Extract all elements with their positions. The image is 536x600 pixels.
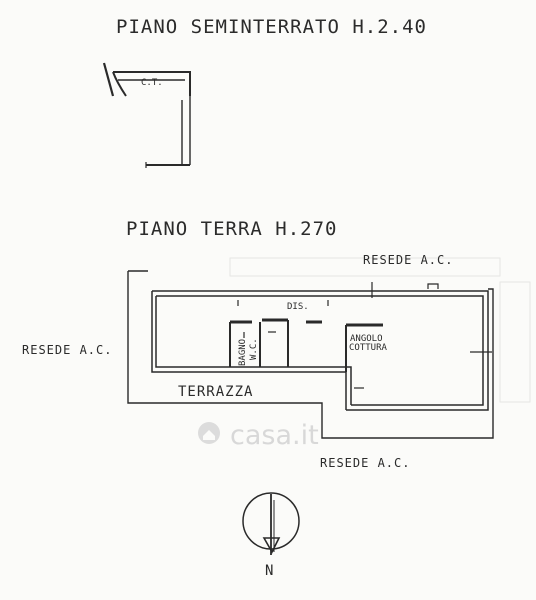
yard-left-label: RESEDE A.C.: [22, 343, 112, 357]
ground-plan-walls: [151, 282, 492, 411]
room-bagno-label: BAGNO: [238, 339, 248, 366]
basement-title: PIANO SEMINTERRATO H.2.40: [116, 16, 427, 38]
ground-plan-outer: [127, 270, 494, 439]
basement-plan: [102, 62, 191, 168]
ground-floor-title: PIANO TERRA H.270: [126, 218, 337, 240]
watermark: casa.it: [198, 420, 319, 451]
room-dis-label: DIS.: [287, 302, 309, 312]
yard-bottom-label: RESEDE A.C.: [320, 456, 410, 470]
room-wc-label: W.C.: [249, 338, 259, 360]
north-compass-icon: [242, 492, 300, 555]
yard-top-label: RESEDE A.C.: [363, 253, 453, 267]
ghost-bleed: [229, 257, 531, 403]
compass-north-label: N: [265, 563, 273, 579]
basement-room-label: C.T.: [141, 78, 163, 88]
terrace-label: TERRAZZA: [178, 384, 253, 400]
watermark-text: casa.it: [230, 420, 319, 451]
room-angolo-label: ANGOLO: [350, 334, 383, 344]
room-cottura-label: COTTURA: [349, 343, 388, 353]
